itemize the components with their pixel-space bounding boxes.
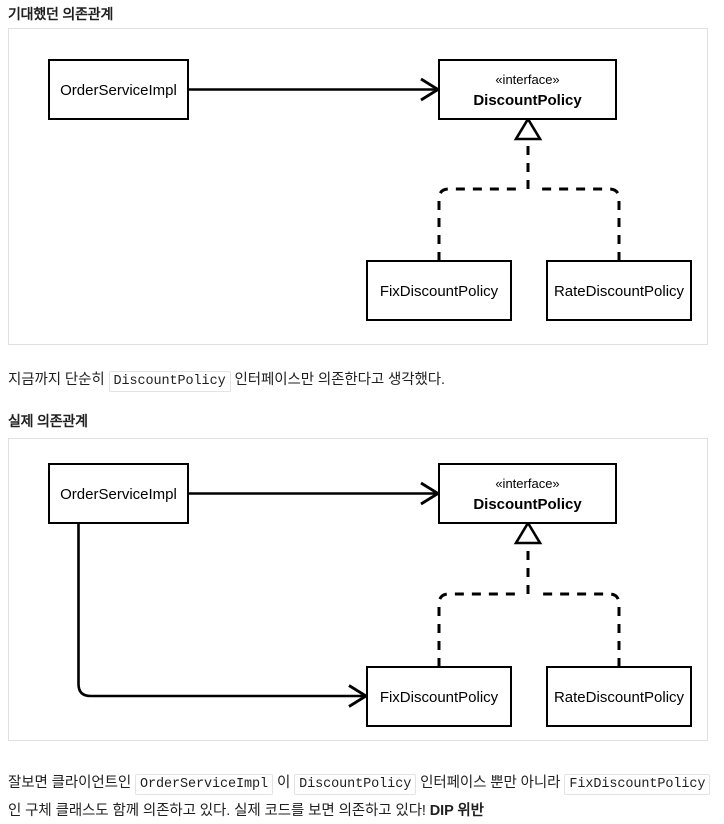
caption-text-mid1: 이 [273, 774, 295, 791]
caption-text-post: 인터페이스만 의존한다고 생각했다. [230, 371, 446, 388]
uml-class-rate-discount-policy-actual: RateDiscountPolicy [546, 666, 692, 727]
class-box [438, 59, 617, 120]
class-box [366, 666, 512, 727]
caption-text-mid3: 인 구체 클래스도 함께 의존하고 있다. 실제 코드를 보면 의존하고 있다! [8, 802, 430, 819]
uml-class-discount-policy-actual: «interface» DiscountPolicy [438, 463, 617, 524]
class-stereotype: «interface» [495, 72, 559, 87]
caption-text-pre: 잘보면 클라이언트인 [8, 774, 136, 791]
section-heading-actual: 실제 의존관계 [8, 413, 88, 429]
class-stereotype: «interface» [495, 476, 559, 491]
realization-line-fix-actual [437, 592, 517, 667]
dependency-line-actual-concrete [77, 523, 366, 698]
realization-line-rate-actual [539, 592, 621, 667]
class-label: FixDiscountPolicy [380, 283, 499, 300]
inline-code-discountpolicy: DiscountPolicy [294, 773, 417, 795]
uml-class-rate-discount-policy-expected: RateDiscountPolicy [546, 260, 692, 321]
uml-class-fix-discount-policy-actual: FixDiscountPolicy [366, 666, 512, 727]
class-box [48, 59, 189, 120]
generalization-triangle-expected [513, 116, 543, 141]
uml-class-fix-discount-policy-expected: FixDiscountPolicy [366, 260, 512, 321]
class-label: FixDiscountPolicy [380, 689, 499, 706]
section-heading-expected: 기대했던 의존관계 [8, 6, 114, 22]
uml-diagram-actual-svg: OrderServiceImpl «interface» DiscountPol… [48, 463, 692, 727]
class-label: RateDiscountPolicy [554, 689, 685, 706]
class-label: DiscountPolicy [473, 496, 582, 513]
caption-expected: 지금까지 단순히 DiscountPolicy 인터페이스만 의존한다고 생각했… [8, 367, 708, 395]
caption-text-mid2: 인터페이스 뿐만 아니라 [416, 774, 565, 791]
diagram-expected-dependency: OrderServiceImpl «interface» DiscountPol… [8, 28, 708, 345]
class-label: RateDiscountPolicy [554, 283, 685, 300]
caption-actual: 잘보면 클라이언트인 OrderServiceImpl 이 DiscountPo… [8, 770, 720, 824]
uml-class-order-service-impl-actual: OrderServiceImpl [48, 463, 189, 524]
generalization-triangle-actual [513, 520, 543, 545]
caption-emphasis-dip: DIP 위반 [429, 802, 484, 819]
class-label: DiscountPolicy [473, 92, 582, 109]
realization-line-fix-expected [437, 187, 517, 261]
inline-code-fixdiscountpolicy: FixDiscountPolicy [564, 773, 711, 795]
class-box [366, 260, 512, 321]
class-box [438, 463, 617, 524]
class-box [546, 260, 692, 321]
caption-text-pre: 지금까지 단순히 [8, 371, 109, 388]
inline-code-orderserviceimpl: OrderServiceImpl [135, 773, 274, 795]
class-box [48, 463, 189, 524]
class-label: OrderServiceImpl [60, 82, 177, 99]
diagram-actual-dependency: OrderServiceImpl «interface» DiscountPol… [8, 438, 708, 741]
realization-line-rate-expected [539, 187, 621, 261]
uml-class-order-service-impl-expected: OrderServiceImpl [48, 59, 189, 120]
class-label: OrderServiceImpl [60, 486, 177, 503]
uml-diagram-expected-svg: OrderServiceImpl «interface» DiscountPol… [48, 59, 692, 321]
uml-class-discount-policy-expected: «interface» DiscountPolicy [438, 59, 617, 120]
inline-code-discountpolicy: DiscountPolicy [108, 370, 231, 392]
class-box [546, 666, 692, 727]
